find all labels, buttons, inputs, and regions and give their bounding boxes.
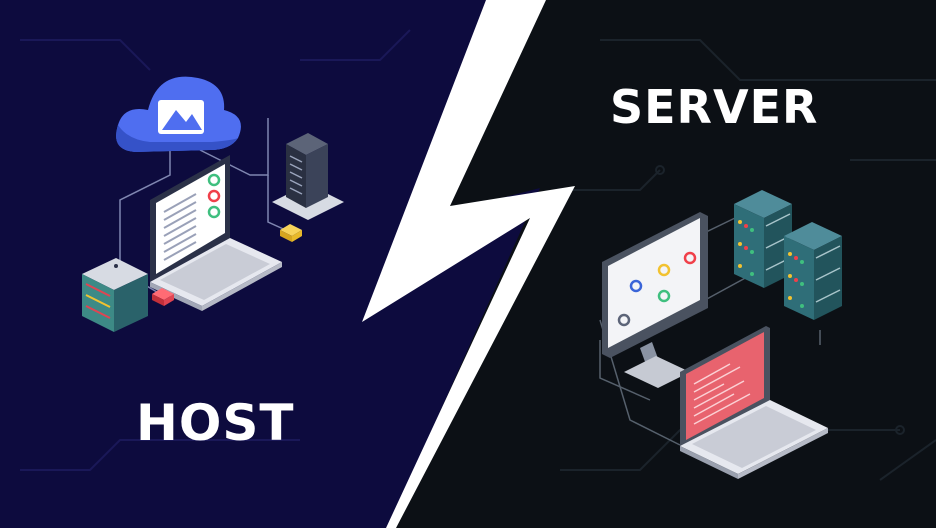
laptop-icon (150, 155, 282, 311)
server-label: SERVER (610, 80, 819, 134)
host-label: HOST (136, 394, 295, 452)
laptop-code-icon (680, 326, 828, 479)
decor-cubes (152, 224, 302, 306)
server-rack-icon (734, 190, 842, 320)
monitor-dashboard-icon (602, 212, 708, 388)
server-rack-icon (82, 258, 148, 332)
server-tower-icon (272, 133, 344, 220)
circuit-pattern-left (20, 29, 411, 471)
cloud-image-icon (116, 76, 241, 152)
server-illustration (599, 190, 842, 479)
lightning-divider (362, 0, 575, 528)
host-illustration (82, 76, 344, 332)
